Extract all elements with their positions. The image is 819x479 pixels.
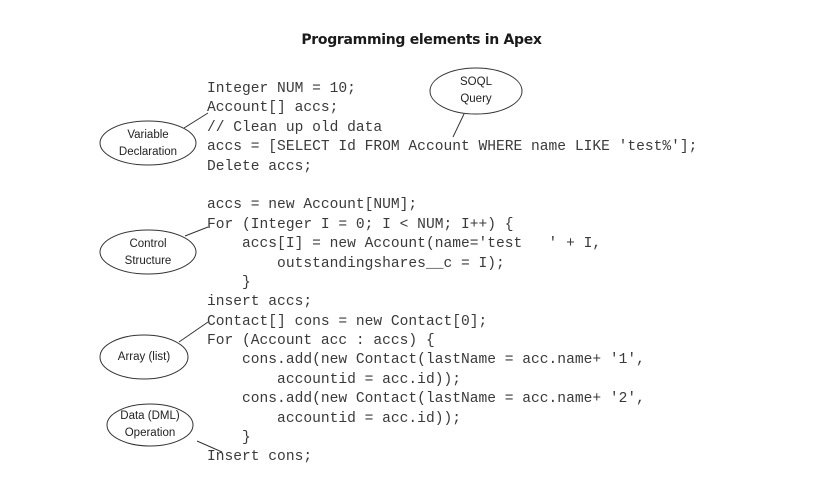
diagram-title: Programming elements in Apex <box>301 32 542 48</box>
code-line: // Clean up old data <box>207 119 383 136</box>
callout-pointer-dml-operation <box>196 440 223 453</box>
code-line: outstandingshares__c = I); <box>207 255 505 272</box>
code-line: Contact[] cons = new Contact[0]; <box>207 313 488 330</box>
callout-text: Data (DML) <box>120 410 180 422</box>
code-line: accountid = acc.id)); <box>207 410 461 427</box>
code-line: insert accs; <box>207 294 313 311</box>
code-line: Integer NUM = 10; <box>207 81 356 97</box>
code-line: Delete accs; <box>207 158 313 175</box>
code-line: accs = new Account[NUM]; <box>207 197 418 214</box>
code-line: For (Account acc : accs) { <box>207 333 435 350</box>
callout-soql-query: SOQL Query <box>426 74 526 108</box>
callout-ellipse-control-structure <box>99 229 197 275</box>
callout-ellipse-dml-operation <box>106 403 194 447</box>
callout-ellipse-variable-declaration <box>99 120 197 166</box>
callout-text: Query <box>460 93 492 105</box>
callout-text: Variable <box>127 129 169 141</box>
callout-ellipse-array-list <box>99 334 189 380</box>
callout-pointer-soql-query <box>452 113 465 138</box>
callout-text: Declaration <box>118 146 178 158</box>
callout-pointer-variable-declaration <box>183 112 209 129</box>
callout-pointer-control-structure <box>184 226 209 237</box>
callout-control-structure: Control Structure <box>98 236 198 270</box>
callout-text: Structure <box>124 255 172 267</box>
callout-text: SOQL <box>460 76 492 88</box>
code-line: accountid = acc.id)); <box>207 371 461 388</box>
callout-text: Control <box>129 238 167 250</box>
code-line: For (Integer I = 0; I < NUM; I++) { <box>207 216 514 233</box>
code-line: } <box>207 274 251 291</box>
callout-dml-operation: Data (DML) Operation <box>100 408 200 442</box>
code-line: cons.add(new Contact(lastName = acc.name… <box>207 391 645 408</box>
callout-array-list: Array (list) <box>94 349 194 366</box>
code-line: } <box>207 430 251 447</box>
code-block: Integer NUM = 10; Account[] accs; // Clean… <box>207 80 697 468</box>
callout-ellipse-soql-query <box>429 67 523 115</box>
callout-pointer-array-list <box>178 321 209 343</box>
callout-text: Operation <box>124 427 176 439</box>
code-line: Insert cons; <box>207 449 313 466</box>
callout-variable-declaration: Variable Declaration <box>98 127 198 161</box>
callout-text: Array (list) <box>117 351 171 363</box>
code-line: Account[] accs; <box>207 100 339 117</box>
code-line: cons.add(new Contact(lastName = acc.name… <box>207 352 645 369</box>
code-line: accs[I] = new Account(name='test ' + I, <box>207 236 602 253</box>
code-line: accs = [SELECT Id FROM Account WHERE nam… <box>207 139 698 156</box>
